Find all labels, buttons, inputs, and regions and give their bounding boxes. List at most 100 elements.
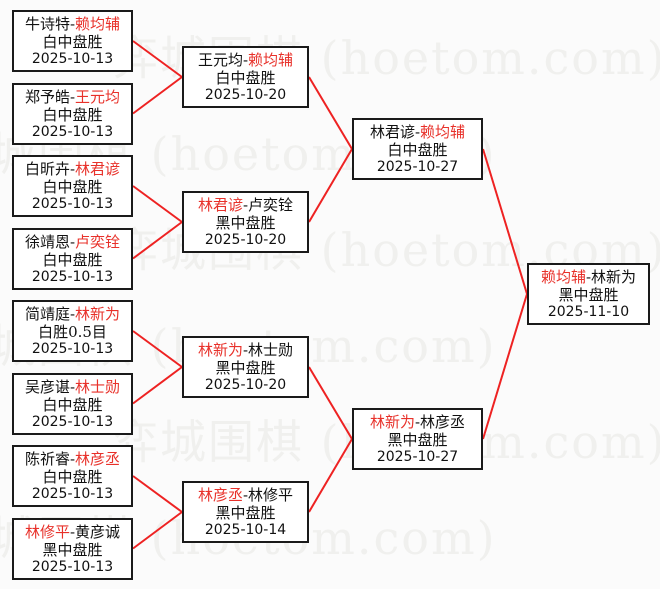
connector-line: [132, 475, 183, 513]
match-date: 2025-11-10: [547, 304, 630, 320]
connector-line: [132, 185, 183, 223]
match-players: 林新为-林彦丞: [354, 413, 481, 431]
player-right: 林彦丞: [75, 450, 121, 468]
versus-separator: -: [242, 341, 249, 359]
connector-line: [482, 148, 528, 295]
match-result: 黑中盘胜: [215, 504, 276, 522]
match-result: 白中盘胜: [42, 105, 103, 124]
player-left: 林修平: [24, 522, 70, 541]
player-right: 王元均: [75, 87, 121, 106]
match-date: 2025-10-14: [204, 522, 287, 538]
connector-line: [132, 511, 183, 550]
versus-separator: -: [414, 413, 421, 431]
match-date: 2025-10-13: [31, 123, 114, 140]
match-result: 白中盘胜: [42, 468, 103, 486]
connector-line: [132, 221, 183, 260]
match-result: 黑中盘胜: [387, 431, 448, 449]
match-players: 林君谚-赖均辅: [354, 123, 481, 141]
player-right: 卢奕铨: [248, 196, 294, 214]
match-date: 2025-10-13: [31, 558, 114, 575]
match-result: 黑中盘胜: [215, 214, 276, 232]
player-right: 卢奕铨: [75, 232, 121, 251]
connector-line: [132, 76, 183, 115]
connector-line: [132, 330, 183, 368]
versus-separator: -: [69, 450, 76, 468]
match-players: 白昕卉-林君谚: [14, 160, 131, 178]
match-date: 2025-10-13: [31, 196, 114, 212]
match-players: 王元均-赖均辅: [184, 51, 307, 69]
match-players: 陈祈睿-林彦丞: [14, 450, 131, 468]
match-players: 林彦丞-林修平: [184, 486, 307, 504]
match-result: 白中盘胜: [42, 250, 103, 269]
player-left: 赖均辅: [540, 268, 586, 286]
versus-separator: -: [242, 196, 249, 214]
player-left: 陈祈睿: [24, 450, 70, 468]
player-left: 郑予皓: [24, 87, 70, 106]
versus-separator: -: [69, 15, 76, 33]
connector-line: [308, 76, 353, 150]
versus-separator: -: [69, 305, 76, 323]
versus-separator: -: [414, 123, 421, 141]
player-right: 林彦丞: [420, 413, 466, 431]
versus-separator: -: [69, 522, 76, 541]
versus-separator: -: [242, 51, 249, 69]
player-right: 林新为: [591, 268, 637, 286]
versus-separator: -: [585, 268, 592, 286]
player-left: 白昕卉: [24, 160, 70, 178]
match-result: 白中盘胜: [387, 141, 448, 159]
match-date: 2025-10-20: [204, 377, 287, 393]
connector-line: [308, 148, 353, 223]
match-date: 2025-10-27: [376, 159, 459, 175]
connector-line: [308, 438, 353, 513]
match-players: 简靖庭-林新为: [14, 305, 131, 323]
player-right: 赖均辅: [420, 123, 466, 141]
match-date: 2025-10-20: [204, 232, 287, 248]
versus-separator: -: [242, 486, 249, 504]
player-left: 徐靖恩: [24, 232, 70, 251]
player-left: 林新为: [197, 341, 243, 359]
match-result: 黑中盘胜: [558, 286, 619, 304]
match-players: 林修平-黄彦诚: [14, 523, 131, 541]
connector-line: [482, 293, 528, 440]
connector-line: [308, 366, 353, 440]
versus-separator: -: [69, 160, 76, 178]
match-result: 黑中盘胜: [215, 359, 276, 377]
player-left: 吴彦谌: [24, 377, 70, 396]
player-left: 林新为: [369, 413, 415, 431]
match-players: 赖均辅-林新为: [529, 268, 648, 286]
match-date: 2025-10-20: [204, 87, 287, 103]
match-players: 林新为-林士勋: [184, 341, 307, 359]
match-result: 白胜0.5目: [38, 323, 107, 341]
player-right: 赖均辅: [248, 51, 294, 69]
match-result: 白中盘胜: [42, 395, 103, 414]
match-date: 2025-10-13: [31, 268, 114, 285]
player-left: 林君谚: [197, 196, 243, 214]
player-right: 林新为: [75, 305, 121, 323]
connector-line: [132, 40, 183, 78]
player-right: 林君谚: [75, 160, 121, 178]
match-date: 2025-10-13: [31, 341, 114, 357]
match-result: 黑中盘胜: [42, 540, 103, 559]
player-left: 简靖庭: [24, 305, 70, 323]
player-left: 林君谚: [369, 123, 415, 141]
match-players: 郑予皓-王元均: [14, 88, 131, 106]
player-right: 黄彦诚: [75, 522, 121, 541]
player-right: 赖均辅: [75, 15, 121, 33]
